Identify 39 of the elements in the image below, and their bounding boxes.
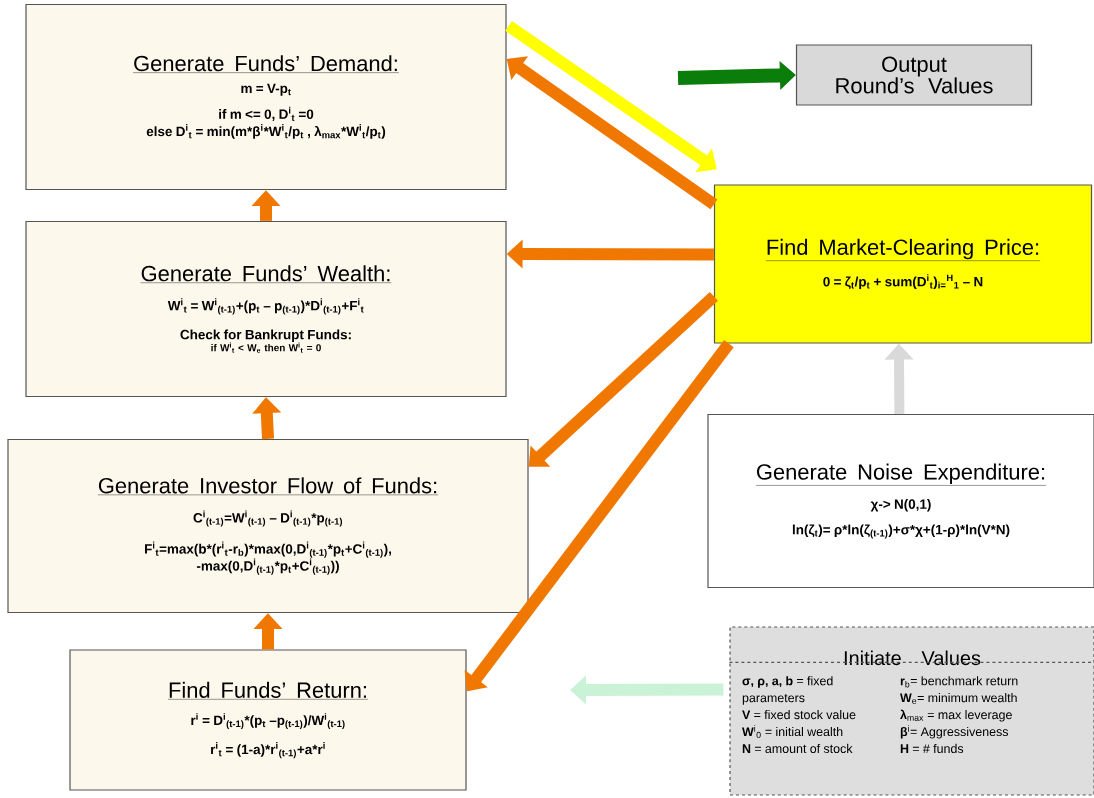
process-box <box>707 413 1094 589</box>
formula: r$^{i}$$_{t}$ = (1-a)*r$^{i}$$_{(t-1)}$+a*r$^{i}$ <box>211 742 325 759</box>
formula: r$^{i}$ = D$^{i}$$_{(t-1)}$*(p$_{t}$ –p$_{(t-1)}$)/W$^{i}$(t-1) <box>191 712 345 730</box>
box-title: Find Funds’ Return: <box>167 681 369 700</box>
definition-text: r$_{b}$= benchmark return <box>900 676 1018 688</box>
process-box <box>713 184 1093 344</box>
definition-text: λ$_{max}$ = max leverage <box>900 709 1012 722</box>
box-title: Output Round’s Values <box>836 56 993 94</box>
block-arrow <box>528 292 718 467</box>
formula: if m <= 0, D$^{i}$$_{t}$ =0 <box>219 106 314 122</box>
definition-text: β$^{i}$= Aggressiveness <box>900 725 1009 739</box>
box-title: Generate Investor Flow of Funds: <box>97 477 439 496</box>
box-title: Find Market-Clearing Price: <box>765 238 1041 261</box>
formula: m = V-p$_{t}$ <box>241 83 291 96</box>
output-box <box>795 44 1033 106</box>
formula: F$^{i}$$_{t}$=max(b*(r$^{i}$$_{t}$-r$_{b}$)*max(0,D$^{i}$$_{(t-1)}$*p$_{t}$+C$^{i}$$_{(t-1)}$), -max(0,D$^{i}$$_{(t-1)}$*p$_{t}$+C$^{i}$$_{(t-1)}$)) <box>145 541 391 575</box>
definition-text: W$^{i}$$_{0}$ = initial wealth <box>742 725 843 738</box>
box-title: Generate Funds’ Wealth: <box>140 265 392 283</box>
formula: else D$^{i}$$_{t}$ = min(m*β$^{i}$*W$^{i}$$_{t}$/p$_{t}$ , λ$_{max}$*W$^{i}$$_{t}$/p$_{t}$) <box>146 124 386 139</box>
box-title: Generate Funds’ Demand: <box>132 55 400 73</box>
formula: ln(ζ$_{t}$)= ρ*ln(ζ$_{(t-1)}$)+σ*χ+(1-ρ)*ln(V*N) <box>792 524 1010 539</box>
subheading: Check for Bankrupt Funds: <box>180 329 351 342</box>
formula: C$^{i}$$_{(t-1)}$=W$^{i}$$_{(t-1)}$ – D$^{i}$$_{(t-1)}$*p$_{(t-1)}$ <box>193 510 343 527</box>
formula: 0 = ζ$_{t}$/p$_{t}$ + sum(D$^{i}$$_{t}$)$_{i=}$H$_{1}$ – N <box>823 274 983 290</box>
process-box <box>25 220 507 398</box>
definition-text: N = amount of stock <box>742 743 853 754</box>
definition-text: H = # funds <box>900 743 964 754</box>
definition-text: V = fixed stock value <box>742 710 856 720</box>
box-title: Generate Noise Expenditure: <box>755 463 1047 486</box>
formula: χ-> N(0,1) <box>870 499 931 512</box>
process-box <box>25 3 507 191</box>
definition-text: W$_{e}$= minimum wealth <box>900 693 1017 704</box>
definition-text: σ, ρ, a, b = fixed parameters <box>742 676 833 705</box>
process-box <box>7 438 529 614</box>
process-box <box>69 649 467 791</box>
box-title: Initiate Values <box>844 650 981 666</box>
input-box <box>729 626 1094 796</box>
formula: if W$^{i}$$_{t}$ < W$_{e}$ then W$^{i}$$_{t}$ = 0 <box>211 342 321 353</box>
formula: W$^{i}$$_{t}$ = W$^{i}$$_{(t-1)}$+(p$_{t}$ – p$_{(t-1)}$)*D$^{i}$$_{(t-1)}$+F$^{i}$t <box>167 298 364 315</box>
